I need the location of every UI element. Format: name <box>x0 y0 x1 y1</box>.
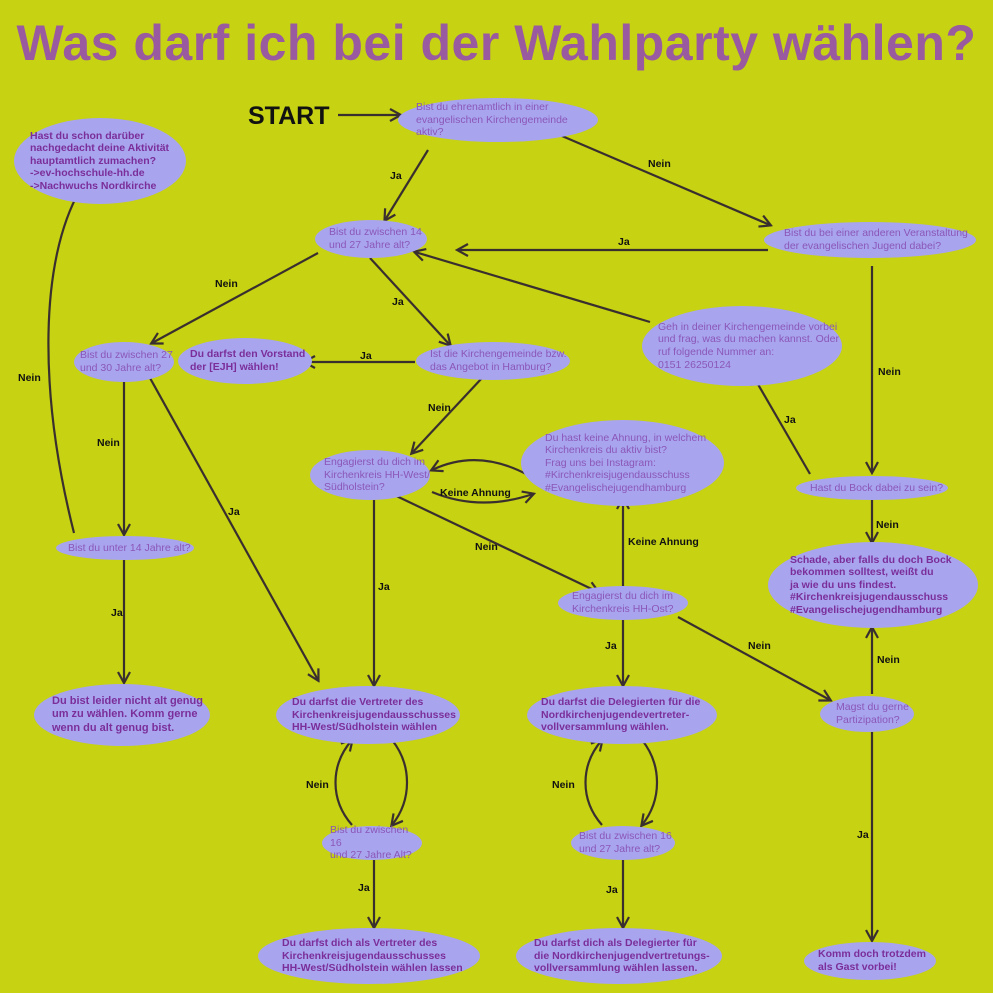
node-text: Bist du unter 14 Jahre alt? <box>68 541 191 554</box>
arrow-ehrenamt-nein <box>554 131 770 225</box>
node-partizipation: Magst du gerne Partizipation? <box>820 696 914 732</box>
edge-label-ja: Ja <box>111 607 123 619</box>
arrow-west-to-keine-ahnung <box>431 492 533 503</box>
node-schade: Schade, aber falls du doch Bock bekommen… <box>768 542 978 628</box>
node-text: Bist du zwischen 16 und 27 Jahre alt? <box>579 830 672 855</box>
node-geh-vorbei: Geh in deiner Kirchengemeinde vorbei und… <box>642 306 842 386</box>
node-vorstand: Du darfst den Vorstand der [EJH] wählen! <box>178 338 312 384</box>
node-text: Du darfst die Vertreter des Kirchenkreis… <box>292 696 456 734</box>
node-hh-west: Engagierst du dich im Kirchenkreis HH-We… <box>310 450 430 500</box>
edge-label-nein: Nein <box>552 779 575 791</box>
node-text: Ist die Kirchengemeinde bzw. das Angebot… <box>430 348 567 373</box>
edge-label-nein: Nein <box>97 437 120 449</box>
node-text: Geh in deiner Kirchengemeinde vorbei und… <box>658 320 839 371</box>
node-27-30: Bist du zwischen 27 und 30 Jahre alt? <box>74 342 174 382</box>
edge-label-ja: Ja <box>390 170 402 182</box>
node-text: Hast du Bock dabei zu sein? <box>810 481 944 494</box>
arrow-ost-nein <box>677 616 830 700</box>
edge-label-ja: Ja <box>857 829 869 841</box>
edge-label-keine-ahnung: Keine Ahnung <box>440 487 511 499</box>
node-14-27: Bist du zwischen 14 und 27 Jahre alt? <box>315 220 427 258</box>
node-text: Engagierst du dich im Kirchenkreis HH-We… <box>324 456 430 494</box>
node-vertreter-west: Du darfst die Vertreter des Kirchenkreis… <box>276 686 460 744</box>
edge-label-nein: Nein <box>306 779 329 791</box>
edge-label-nein: Nein <box>748 640 771 652</box>
node-unter14: Bist du unter 14 Jahre alt? <box>56 536 194 560</box>
edge-label-ja: Ja <box>228 506 240 518</box>
node-als-vertreter: Du darfst dich als Vertreter des Kirchen… <box>258 928 480 984</box>
edge-label-nein: Nein <box>428 402 451 414</box>
edge-label-ja: Ja <box>360 350 372 362</box>
node-nicht-alt-genug: Du bist leider nicht alt genug um zu wäh… <box>34 684 210 746</box>
node-delegierte-nord: Du darfst die Delegierten für die Nordki… <box>527 686 717 744</box>
node-hochschule: Hast du schon darüber nachgedacht deine … <box>14 118 186 204</box>
arrow-unter14-nein <box>47 190 80 534</box>
node-text: Bist du zwischen 16 und 27 Jahre Alt? <box>330 824 412 862</box>
node-text: Engagierst du dich im Kirchenkreis HH-Os… <box>572 590 674 615</box>
node-16-27-west: Bist du zwischen 16 und 27 Jahre Alt? <box>322 824 422 862</box>
arrow-hamburg-nein <box>412 377 483 453</box>
node-gast: Komm doch trotzdem als Gast vorbei! <box>804 942 936 980</box>
node-text: Bist du bei einer anderen Veranstaltung … <box>784 227 968 252</box>
node-text: Du hast keine Ahnung, in welchem Kirchen… <box>545 431 707 494</box>
edge-label-nein: Nein <box>648 158 671 170</box>
edge-label-ja: Ja <box>605 640 617 652</box>
arrow-27-30-ja <box>149 377 318 680</box>
start-label: START <box>248 102 330 130</box>
arrow-16-27-west-nein <box>334 740 353 826</box>
node-text: Schade, aber falls du doch Bock bekommen… <box>790 553 952 616</box>
edge-label-nein: Nein <box>876 519 899 531</box>
node-text: Magst du gerne Partizipation? <box>836 701 909 726</box>
edge-label-nein: Nein <box>475 541 498 553</box>
node-text: Du bist leider nicht alt genug um zu wäh… <box>52 695 203 734</box>
arrow-ehrenamt-ja <box>385 149 429 220</box>
node-andere-veranstaltung: Bist du bei einer anderen Veranstaltung … <box>764 222 976 258</box>
node-text: Komm doch trotzdem als Gast vorbei! <box>818 948 926 973</box>
edge-label-ja: Ja <box>358 882 370 894</box>
arrow-bock-ja <box>752 374 811 475</box>
edge-label-ja: Ja <box>784 414 796 426</box>
edge-label-ja: Ja <box>618 236 630 248</box>
node-als-delegierter: Du darfst dich als Delegierter für die N… <box>516 928 722 984</box>
arrow-keine-ahnung-to-west <box>432 459 529 476</box>
node-text: Bist du zwischen 14 und 27 Jahre alt? <box>329 226 422 251</box>
edge-label-nein: Nein <box>18 372 41 384</box>
arrow-vertreter-west-loop <box>392 739 409 825</box>
edge-label-ja: Ja <box>606 884 618 896</box>
node-text: Hast du schon darüber nachgedacht deine … <box>30 129 170 192</box>
arrow-geh-vorbei-back <box>415 252 651 324</box>
node-text: Du darfst den Vorstand der [EJH] wählen! <box>190 348 306 373</box>
node-hh-ost: Engagierst du dich im Kirchenkreis HH-Os… <box>558 586 688 620</box>
node-keine-ahnung-info: Du hast keine Ahnung, in welchem Kirchen… <box>521 420 724 506</box>
arrow-14-27-ja <box>369 257 450 345</box>
node-hamburg: Ist die Kirchengemeinde bzw. das Angebot… <box>416 342 570 380</box>
page-title: Was darf ich bei der Wahlparty wählen? <box>16 15 977 71</box>
arrow-14-27-nein <box>152 252 319 343</box>
arrow-west-nein <box>387 491 598 592</box>
node-text: Du darfst dich als Delegierter für die N… <box>534 937 710 975</box>
edge-label-nein: Nein <box>215 278 238 290</box>
edge-label-keine-ahnung: Keine Ahnung <box>628 536 699 548</box>
node-text: Du darfst dich als Vertreter des Kirchen… <box>282 937 463 975</box>
edge-label-ja: Ja <box>378 581 390 593</box>
node-16-27-ost: Bist du zwischen 16 und 27 Jahre alt? <box>571 826 675 860</box>
arrow-delegierte-loop <box>642 739 659 825</box>
arrow-16-27-ost-nein <box>584 740 603 826</box>
node-text: Bist du zwischen 27 und 30 Jahre alt? <box>80 349 173 374</box>
node-ehrenamt: Bist du ehrenamtlich in einer evangelisc… <box>398 98 598 142</box>
node-text: Bist du ehrenamtlich in einer evangelisc… <box>416 101 568 139</box>
edge-label-nein: Nein <box>877 654 900 666</box>
edge-label-nein: Nein <box>878 366 901 378</box>
node-bock: Hast du Bock dabei zu sein? <box>796 476 948 500</box>
node-text: Du darfst die Delegierten für die Nordki… <box>541 696 701 734</box>
edge-label-ja: Ja <box>392 296 404 308</box>
